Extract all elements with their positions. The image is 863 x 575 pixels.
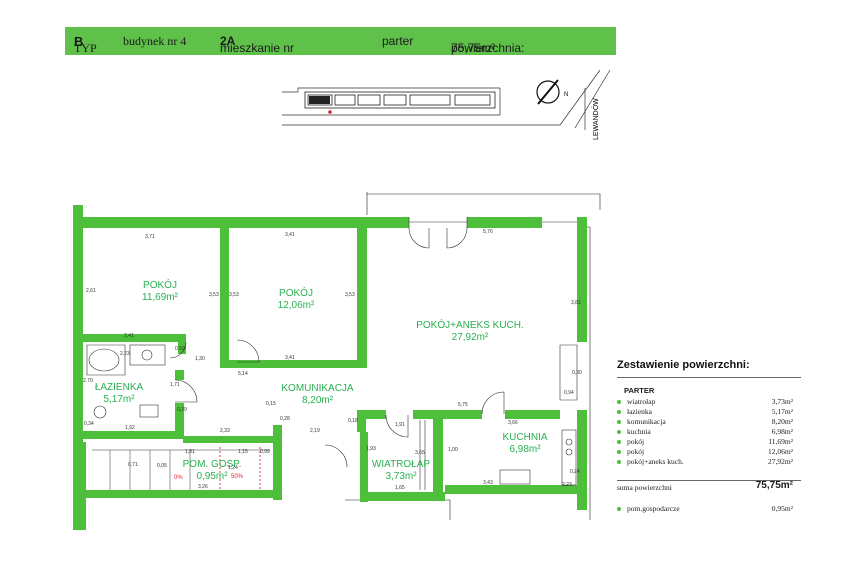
- dimension-label: 1,71: [170, 382, 180, 388]
- stair-markers: [219, 447, 261, 490]
- bullet-icon: [617, 507, 621, 511]
- dimension-label: 1,91: [395, 422, 405, 428]
- dimension-label: 3,53: [345, 292, 355, 298]
- dimension-label: 1,92: [125, 425, 135, 431]
- dimension-label: 0,99: [260, 449, 270, 455]
- dimension-label: 3,26: [198, 484, 208, 490]
- dimension-label: 3,71: [145, 234, 155, 240]
- dimension-label: 0,18: [348, 418, 358, 424]
- room-label-pokoj-aneks: POKÓJ+ANEKS KUCH.27,92m²: [416, 320, 524, 343]
- dimension-label: 0,94: [564, 390, 574, 396]
- dimension-label: 3,41: [285, 232, 295, 238]
- dimension-label: 2,61: [86, 288, 96, 294]
- dimension-label: 0,59: [175, 346, 185, 352]
- summary-row: pokój 11,69m²: [617, 437, 801, 447]
- dimension-label: 0,30: [572, 370, 582, 376]
- bullet-icon: [617, 400, 621, 404]
- bathroom-fixtures: [86, 344, 166, 419]
- summary-section: PARTER: [624, 386, 655, 395]
- dimension-label: 5,14: [238, 371, 248, 377]
- dimension-label: 2,23: [120, 351, 130, 357]
- dimension-label: 1,65: [395, 485, 405, 491]
- dimension-label: 0,28: [280, 416, 290, 422]
- dimension-label: 0,15: [266, 401, 276, 407]
- room-label-pom-gosp: POM. GOSP.0,95m²: [182, 459, 242, 482]
- bullet-icon: [617, 450, 621, 454]
- dimension-label: 3,65: [415, 450, 425, 456]
- bullet-icon: [617, 440, 621, 444]
- summary-row: kuchnia 6,98m²: [617, 427, 801, 437]
- apartment-label: mieszkanie nr 2A: [220, 34, 295, 55]
- sum-value: 75,75m²: [755, 480, 793, 491]
- summary-row-extra: pom.gospodarcze 0,95m²: [617, 504, 801, 514]
- dimension-label: 3,81: [571, 300, 581, 306]
- sum-label: suma powierzchni: [617, 483, 672, 492]
- type-label: TYP B: [74, 34, 97, 55]
- dimension-label: 3,53: [229, 292, 239, 298]
- dimension-label: 0,29: [177, 407, 187, 413]
- building-label: budynek nr 4: [123, 34, 187, 48]
- dimension-label: 2,23: [562, 482, 572, 488]
- summary-row: komunikacja 8,20m²: [617, 417, 801, 427]
- bullet-icon: [617, 460, 621, 464]
- entry-marker: [328, 110, 332, 114]
- dimension-label: 0,71: [128, 462, 138, 468]
- building-block: [304, 91, 496, 109]
- balcony-outline: [81, 192, 601, 520]
- summary-row: wiatrołap 3,73m²: [617, 397, 801, 407]
- header-bar: TYP B budynek nr 4 mieszkanie nr 2A part…: [65, 27, 616, 55]
- bullet-icon: [617, 420, 621, 424]
- stair-label-zero: 0%: [174, 475, 183, 481]
- dimension-label: 0,34: [84, 421, 94, 427]
- dimension-label: 0,05: [157, 463, 167, 469]
- summary-row: pokój+aneks kuch. 27,92m²: [617, 457, 801, 467]
- apartment-marker: [309, 96, 330, 104]
- dimension-label: 3,53: [209, 292, 219, 298]
- dimension-label: 1,24: [228, 465, 238, 471]
- dimension-label: 2,70: [83, 378, 93, 384]
- divider: [617, 377, 801, 378]
- dimension-label: 1,81: [185, 449, 195, 455]
- summary-row: łazienka 5,17m²: [617, 407, 801, 417]
- site-outline: [282, 69, 611, 130]
- dimension-label: 1,30: [195, 356, 205, 362]
- compass-icon: N: [536, 79, 568, 105]
- dimension-label: 0,24: [570, 469, 580, 475]
- dimension-label: 2,41: [124, 333, 134, 339]
- area-summary: Zestawienie powierzchni: PARTER wiatroła…: [617, 359, 801, 513]
- svg-text:N: N: [564, 92, 568, 98]
- bullet-icon: [617, 410, 621, 414]
- stairs: [92, 449, 270, 490]
- bullet-icon: [617, 430, 621, 434]
- kitchen-fixtures: [499, 344, 578, 486]
- dimension-label: 2,19: [310, 428, 320, 434]
- dimension-label: 1,93: [366, 446, 376, 452]
- dimension-label: 3,41: [285, 355, 295, 361]
- dimension-label: 5,76: [483, 229, 493, 235]
- walls: [73, 205, 587, 530]
- dimension-label: 3,66: [508, 420, 518, 426]
- doors-windows: [169, 217, 577, 490]
- divider: [617, 480, 801, 481]
- floor-label: parter: [382, 34, 414, 48]
- dimension-label: 1,15: [238, 449, 248, 455]
- summary-title: Zestawienie powierzchni:: [617, 359, 750, 371]
- summary-row: pokój 12,06m²: [617, 447, 801, 457]
- dimension-label: 2,33: [220, 428, 230, 434]
- dimension-label: 3,43: [483, 480, 493, 486]
- dimension-label: 5,75: [458, 402, 468, 408]
- dimension-label: 1,00: [448, 447, 458, 453]
- street-label: LEWANDÓW: [591, 98, 600, 140]
- stair-label-fifty: 50%: [231, 474, 244, 480]
